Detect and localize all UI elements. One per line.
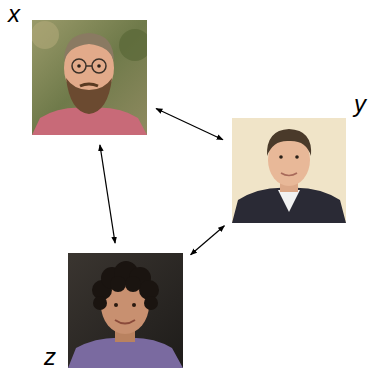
portrait-x xyxy=(32,20,147,135)
variable-label: y xyxy=(354,92,366,116)
portrait-z xyxy=(68,253,183,368)
portrait-node: y xyxy=(232,118,346,223)
double-arrow xyxy=(100,145,115,243)
portrait-y xyxy=(232,118,346,223)
variable-label: z xyxy=(44,345,56,369)
portrait-node: x xyxy=(32,20,147,135)
variable-label: x xyxy=(8,2,20,26)
portrait-node: z xyxy=(68,253,183,368)
double-arrow xyxy=(191,226,225,255)
double-arrow xyxy=(156,109,223,140)
